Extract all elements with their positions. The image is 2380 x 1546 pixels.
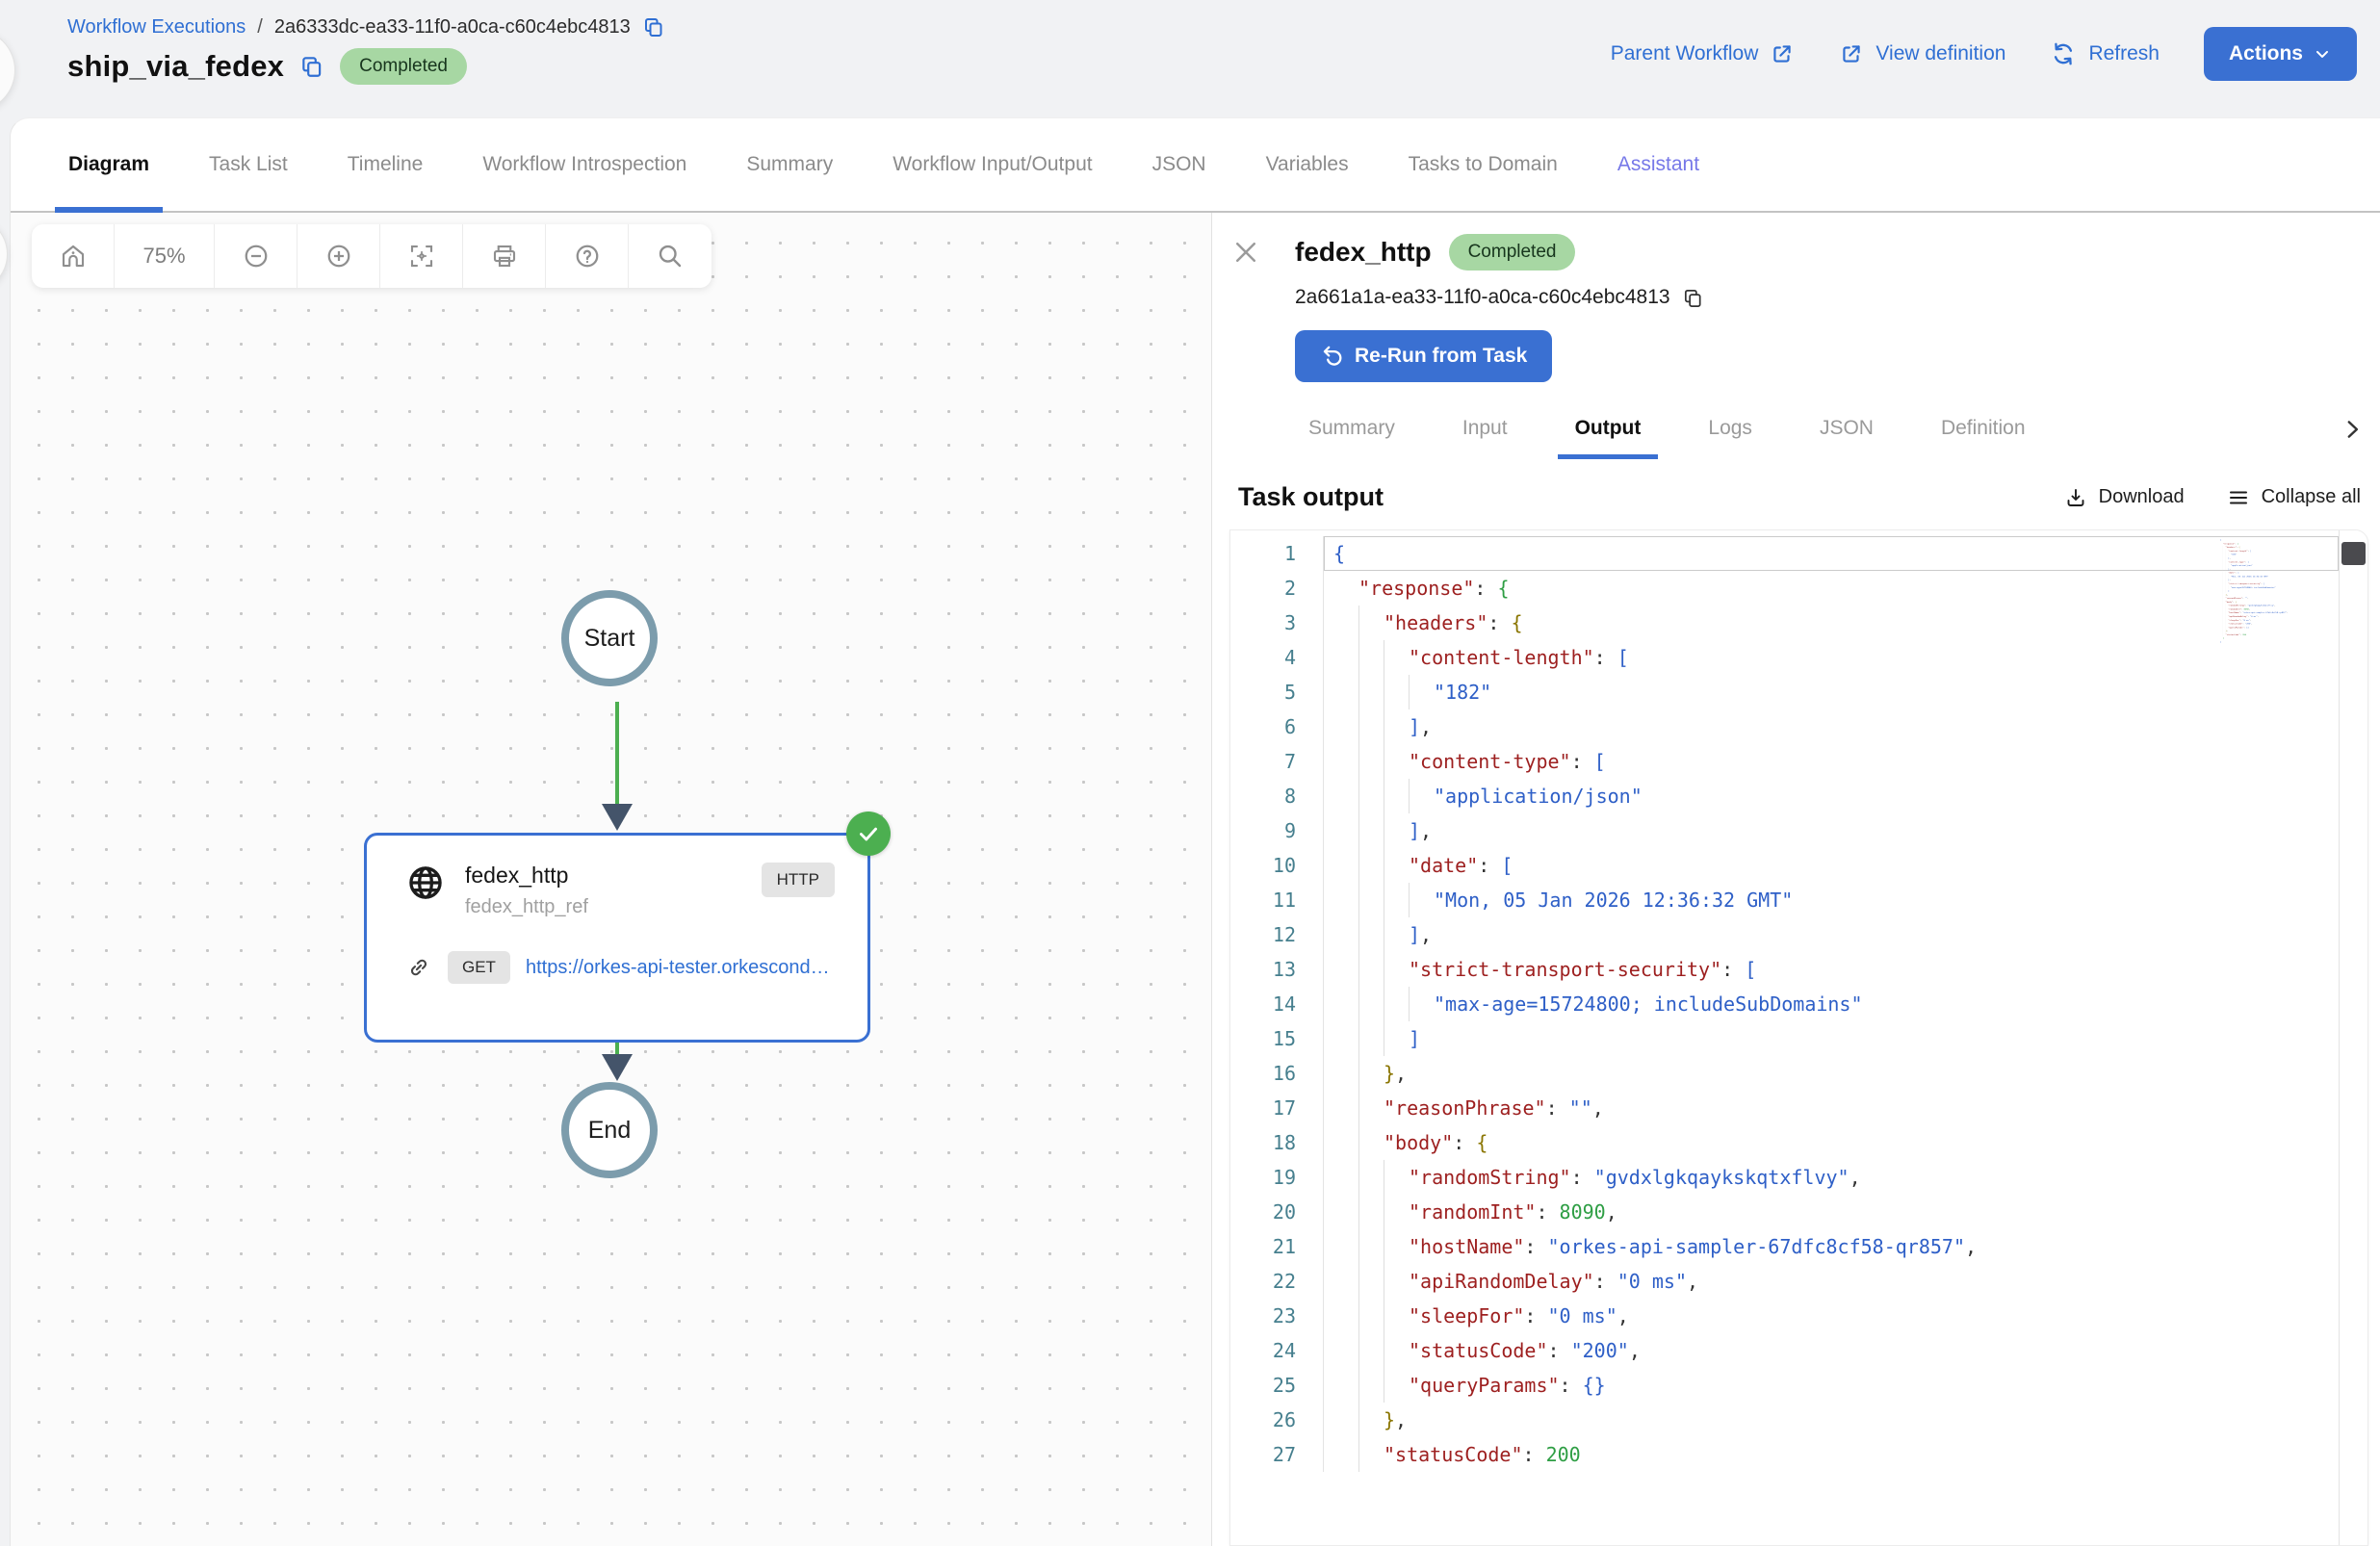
- workflow-status-badge: Completed: [340, 48, 467, 85]
- task-node-ref: fedex_http_ref: [465, 896, 588, 917]
- workflow-diagram-canvas[interactable]: 75%: [11, 213, 1212, 1546]
- task-tab-logs[interactable]: Logs: [1708, 417, 1752, 439]
- search-button[interactable]: [629, 224, 711, 288]
- collapse-all-button[interactable]: Collapse all: [2227, 486, 2361, 509]
- tab-variables[interactable]: Variables: [1265, 153, 1349, 175]
- workflow-tabbar: Diagram Task List Timeline Workflow Intr…: [11, 118, 2380, 213]
- code-scrollbar[interactable]: [2339, 530, 2367, 1545]
- chevron-right-icon[interactable]: [2340, 417, 2365, 442]
- copy-icon[interactable]: [1682, 287, 1704, 309]
- task-tab-definition[interactable]: Definition: [1940, 417, 2026, 439]
- end-node[interactable]: End: [561, 1082, 658, 1178]
- tab-json[interactable]: JSON: [1151, 153, 1206, 175]
- breadcrumb-workflow-executions-link[interactable]: Workflow Executions: [67, 15, 246, 38]
- view-definition-button[interactable]: View definition: [1839, 41, 2005, 66]
- tab-assistant[interactable]: Assistant: [1617, 153, 1700, 175]
- external-link-icon: [1839, 41, 1864, 66]
- rerun-from-task-button[interactable]: Re-Run from Task: [1295, 330, 1553, 382]
- start-node-label: Start: [583, 624, 635, 652]
- task-detail-tabbar: Summary Input Output Logs JSON Definitio…: [1212, 382, 2380, 459]
- actions-button[interactable]: Actions: [2203, 27, 2357, 81]
- page-header: Workflow Executions / 2a6333dc-ea33-11f0…: [0, 0, 2380, 117]
- end-node-label: End: [587, 1116, 632, 1144]
- http-method-badge: GET: [448, 951, 510, 984]
- breadcrumb-separator: /: [257, 15, 263, 38]
- task-tab-json[interactable]: JSON: [1819, 417, 1874, 439]
- task-url-link[interactable]: https://orkes-api-tester.orkescondu...: [525, 956, 835, 978]
- close-icon[interactable]: [1231, 238, 1260, 267]
- help-button[interactable]: [546, 224, 629, 288]
- rerun-icon: [1320, 344, 1345, 369]
- task-tab-output[interactable]: Output: [1557, 417, 1659, 459]
- task-title: fedex_http: [1295, 237, 1432, 267]
- zoom-out-button[interactable]: [215, 224, 298, 288]
- edge-task-to-end: [615, 1043, 619, 1056]
- code-scrollbar-thumb[interactable]: [2341, 542, 2366, 565]
- task-tab-input[interactable]: Input: [1462, 417, 1508, 439]
- tab-tasks-to-domain[interactable]: Tasks to Domain: [1408, 153, 1558, 175]
- download-button[interactable]: Download: [2064, 486, 2185, 509]
- fit-to-screen-button[interactable]: [380, 224, 463, 288]
- left-drawer-handle[interactable]: [0, 216, 8, 293]
- print-button[interactable]: [463, 224, 546, 288]
- refresh-icon: [2050, 40, 2077, 67]
- task-output-code-viewer[interactable]: 1{2"response": {3"headers": {4"content-l…: [1229, 529, 2368, 1546]
- zoom-level-indicator: 75%: [115, 224, 215, 288]
- globe-icon: [405, 863, 446, 903]
- page-title: ship_via_fedex: [67, 49, 285, 83]
- code-lines: 1{2"response": {3"headers": {4"content-l…: [1230, 530, 2367, 1472]
- task-output-title: Task output: [1238, 482, 1384, 511]
- tab-timeline[interactable]: Timeline: [347, 153, 424, 175]
- task-node-name: fedex_http: [465, 863, 569, 888]
- breadcrumb: Workflow Executions / 2a6333dc-ea33-11f0…: [67, 15, 2357, 39]
- zoom-in-button[interactable]: [298, 224, 380, 288]
- tab-summary[interactable]: Summary: [746, 153, 834, 175]
- copy-icon[interactable]: [642, 15, 665, 39]
- breadcrumb-execution-id: 2a6333dc-ea33-11f0-a0ca-c60c4ebc4813: [273, 15, 631, 38]
- edge-start-to-task: [615, 702, 619, 806]
- content-panel: Diagram Task List Timeline Workflow Intr…: [10, 117, 2380, 1546]
- arrowhead-icon: [602, 804, 633, 831]
- task-id: 2a661a1a-ea33-11f0-a0ca-c60c4ebc4813: [1295, 286, 1670, 308]
- task-success-check-icon: [846, 812, 891, 856]
- home-reset-view-button[interactable]: [32, 224, 115, 288]
- task-detail-panel: fedex_http Completed 2a661a1a-ea33-11f0-…: [1212, 213, 2380, 1546]
- tab-workflow-introspection[interactable]: Workflow Introspection: [482, 153, 687, 175]
- task-node-fedex-http[interactable]: fedex_http fedex_http_ref HTTP GET https…: [364, 833, 870, 1043]
- tab-workflow-input-output[interactable]: Workflow Input/Output: [892, 153, 1093, 175]
- parent-workflow-button[interactable]: Parent Workflow: [1611, 41, 1796, 66]
- tab-diagram[interactable]: Diagram: [54, 118, 164, 213]
- diagram-toolbar: 75%: [32, 224, 711, 288]
- task-status-badge: Completed: [1448, 234, 1576, 271]
- task-type-badge: HTTP: [761, 863, 835, 897]
- arrowhead-icon: [602, 1054, 633, 1081]
- refresh-button[interactable]: Refresh: [2050, 40, 2160, 67]
- download-icon: [2064, 486, 2087, 509]
- collapse-all-icon: [2227, 486, 2250, 509]
- chevron-down-icon: [2313, 44, 2332, 64]
- start-node[interactable]: Start: [561, 590, 658, 686]
- link-icon: [405, 954, 432, 981]
- external-link-icon: [1770, 41, 1795, 66]
- task-tab-summary[interactable]: Summary: [1308, 417, 1395, 439]
- tab-task-list[interactable]: Task List: [209, 153, 288, 175]
- copy-icon[interactable]: [299, 54, 324, 79]
